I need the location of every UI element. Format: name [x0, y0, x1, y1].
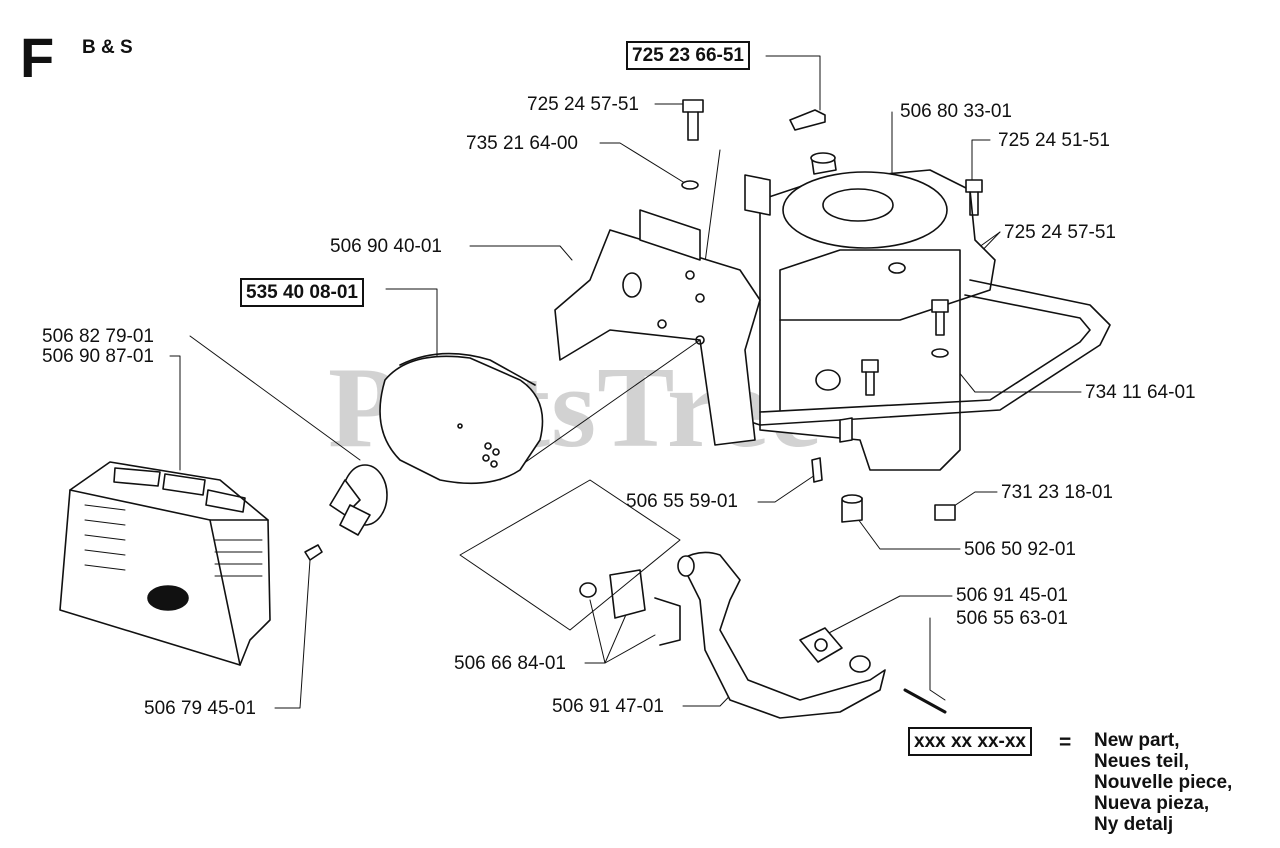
exhaust-pipe — [677, 551, 947, 719]
part-number-506-90-87-01: 506 90 87-01 — [42, 346, 154, 367]
exhaust-outline — [459, 479, 681, 631]
engine-block — [759, 152, 996, 471]
legend-line: New part, — [1094, 730, 1180, 751]
mounting-bracket — [554, 174, 771, 446]
exhaust-deflector — [329, 464, 388, 536]
part-number-735-21-64-00: 735 21 64-00 — [466, 133, 578, 154]
part-number-506-50-92-01: 506 50 92-01 — [964, 539, 1076, 560]
section-letter: F — [20, 26, 55, 89]
section-subtitle: B & S — [82, 37, 133, 58]
part-number-506-90-40-01: 506 90 40-01 — [330, 236, 442, 257]
muffler-guard — [59, 461, 271, 666]
part-number-725-23-66-51: 725 23 66-51 — [626, 41, 750, 70]
guard-screw — [304, 544, 323, 561]
part-number-506-80-33-01: 506 80 33-01 — [900, 101, 1012, 122]
muffler — [379, 352, 544, 485]
part-number-506-91-45-01: 506 91 45-01 — [956, 585, 1068, 606]
part-number-506-79-45-01: 506 79 45-01 — [144, 698, 256, 719]
part-number-506-55-59-01: 506 55 59-01 — [626, 491, 738, 512]
legend-line: Nouvelle piece, — [1094, 772, 1233, 793]
part-number-734-11-64-01: 734 11 64-01 — [1085, 382, 1196, 403]
legend-line: Ny detalj — [1094, 814, 1174, 835]
legend-line: Neues teil, — [1094, 751, 1190, 772]
pipe-clamp — [579, 569, 681, 646]
part-number-535-40-08-01: 535 40 08-01 — [240, 278, 364, 307]
spacers — [811, 417, 863, 523]
legend-equals: = — [1059, 731, 1072, 754]
bolts — [681, 99, 983, 521]
legend-code-box: xxx xx xx-xx — [908, 727, 1032, 756]
part-number-506-55-63-01: 506 55 63-01 — [956, 608, 1068, 629]
engine-frame — [744, 279, 1111, 426]
part-number-725-24-51-51: 725 24 51-51 — [998, 130, 1110, 151]
legend-line: Nueva pieza, — [1094, 793, 1210, 814]
legend-text: New part, Neues teil, Nouvelle piece, Nu… — [1094, 730, 1232, 835]
part-number-725-24-57-51-right: 725 24 57-51 — [1004, 222, 1116, 243]
part-number-725-24-57-51-top: 725 24 57-51 — [527, 94, 639, 115]
part-number-506-66-84-01: 506 66 84-01 — [454, 653, 566, 674]
part-number-731-23-18-01: 731 23 18-01 — [1001, 482, 1113, 503]
part-number-506-82-79-01: 506 82 79-01 — [42, 326, 154, 347]
part-number-506-91-47-01: 506 91 47-01 — [552, 696, 664, 717]
